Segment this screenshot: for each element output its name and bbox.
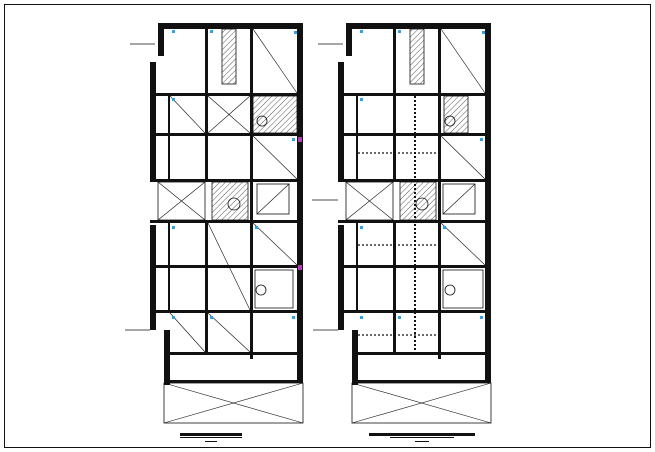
plan-right xyxy=(312,23,492,424)
plan-title-underline xyxy=(180,433,242,436)
ceiling-fan-icon xyxy=(256,115,268,127)
staircase-icon xyxy=(157,181,206,221)
outer-wall xyxy=(158,23,303,29)
sheet-border xyxy=(4,4,651,448)
lift-shaft-icon xyxy=(211,181,249,221)
plan-left xyxy=(125,23,304,424)
